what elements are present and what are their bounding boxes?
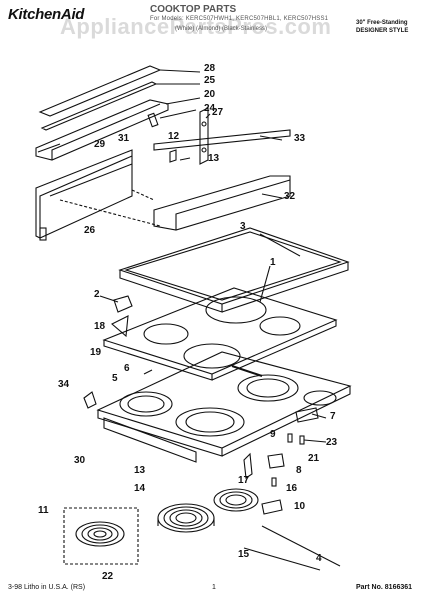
part-12-screw [169,149,177,163]
callout-30: 30 [74,455,86,466]
part-10-bracket [261,499,283,515]
callout-15: 15 [238,549,250,560]
footer-page-number: 1 [212,584,216,591]
footer-litho: 3-98 Litho in U.S.A. (RS) [8,584,86,591]
part-34-clip [83,391,97,409]
part-18-clip [113,295,133,313]
part-28-trim [38,65,162,117]
callout-22: 22 [102,571,114,582]
callout-3: 3 [240,221,246,232]
part-24-clip [147,112,159,128]
part-22-element [75,521,125,547]
callout-9: 9 [270,429,276,440]
callout-13b: 13 [134,465,146,476]
part-14-element [157,488,259,533]
callout-34: 34 [58,379,70,390]
part-1-glass-top [102,287,338,375]
callout-5: 5 [112,373,118,384]
part-4-rod [261,525,341,567]
callout-18: 18 [94,321,106,332]
part-6-screw [143,369,153,375]
callout-12: 12 [168,131,180,142]
model-list: For Models: KERC507HWH1, KERC507HBL1, KE… [150,16,329,22]
part-15-rod [243,547,321,571]
callout-1: 1 [270,257,276,268]
part-7-bracket [295,407,319,423]
callout-6: 6 [124,363,130,374]
callout-33: 33 [294,133,306,144]
callout-20: 20 [204,89,216,100]
part-8-switch [267,453,285,469]
callout-25: 25 [204,75,216,86]
callout-8: 8 [296,465,302,476]
watermark: AppliancePartsPros.com [60,14,332,39]
part-27-bracket [199,107,209,165]
part-16-screw [271,477,277,487]
part-9-screw [287,433,293,443]
page-title: COOKTOP PARTS [150,4,237,15]
callout-13: 13 [208,153,220,164]
callout-19: 19 [90,347,102,358]
part-11-inset-frame [63,507,139,565]
callout-7: 7 [330,411,336,422]
part-23-screw [299,435,305,445]
callout-32: 32 [284,191,296,202]
part-17-element-clip [243,452,253,479]
callout-29: 29 [94,139,106,150]
callout-14: 14 [134,483,146,494]
part-13-screw [179,157,191,161]
style-line-1: 30" Free-Standing [356,20,408,26]
brand-logo: KitchenAid [8,6,85,23]
callout-11: 11 [38,505,49,516]
callout-31: 31 [118,133,130,144]
footer-part-number: Part No. 8166361 [356,584,413,591]
callout-27: 27 [212,107,224,118]
part-3-frame [118,227,350,305]
callout-23: 23 [326,437,338,448]
callout-16: 16 [286,483,298,494]
part-26-panel [35,149,133,239]
style-line-2: DESIGNER STYLE [356,28,409,34]
callout-17: 17 [238,475,250,486]
callout-21: 21 [308,453,320,464]
color-list: (White) (Almond) (Black-Stainless) [175,26,268,32]
callout-2: 2 [94,289,100,300]
callout-28: 28 [204,63,216,74]
callout-24: 24 [204,103,216,114]
part-32-strip [153,175,291,231]
callout-4: 4 [316,553,322,564]
part-20-backguard [35,99,169,161]
callout-26: 26 [84,225,96,236]
part-30-trim [103,417,197,463]
callout-10: 10 [294,501,306,512]
part-19-clip [111,315,129,338]
part-33-strip [153,129,291,151]
part-29-rail [37,143,61,153]
